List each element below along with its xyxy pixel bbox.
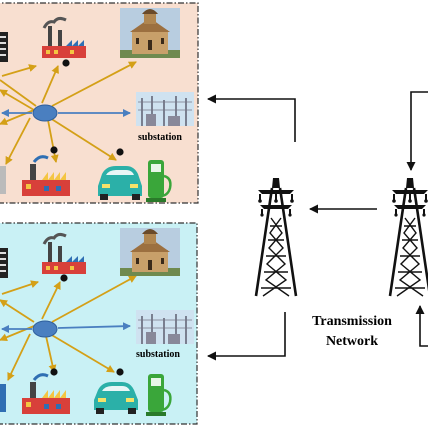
transmission-tower-right-icon: [377, 176, 428, 298]
top-factory2-icon: [22, 155, 70, 196]
top-left-building-icon: [0, 32, 8, 62]
top-connection-dots: [50, 59, 124, 156]
bottom-substation-label: substation: [136, 349, 180, 360]
external-input-arrow: [406, 91, 428, 171]
bottom-factory-icon: [42, 232, 86, 274]
transmission-network-label-line2: Network: [326, 334, 378, 349]
top-ev-car-icon: [98, 166, 142, 200]
bottom-left-partial-icon: [0, 384, 6, 412]
bottom-substation-icon: [136, 310, 194, 344]
top-hub-node: [32, 104, 58, 122]
top-substation-icon: [136, 92, 194, 126]
transmission-network-label-line1: Transmission: [312, 314, 392, 329]
bottom-connection-dots: [50, 274, 124, 376]
top-panel-link-arrow: [207, 94, 296, 142]
bottom-panel-link-arrow: [207, 312, 286, 361]
top-factory-icon: [42, 16, 86, 58]
transmission-tower-left-icon: [244, 176, 308, 298]
bottom-church-icon: [120, 228, 180, 276]
bottom-ev-car-icon: [94, 382, 138, 414]
bottom-left-building-icon: [0, 248, 8, 278]
top-substation-label: substation: [138, 132, 182, 143]
top-gold-arrows: [0, 61, 137, 165]
bottom-charger-icon: [146, 374, 172, 416]
top-charger-icon: [146, 160, 172, 202]
external-return-arrow: [415, 305, 428, 347]
top-church-icon: [120, 8, 180, 58]
top-left-factory-partial-icon: [0, 166, 6, 194]
bottom-hub-node: [32, 320, 58, 338]
bottom-factory2-icon: [22, 373, 70, 414]
bottom-blue-arrows: [1, 322, 131, 333]
